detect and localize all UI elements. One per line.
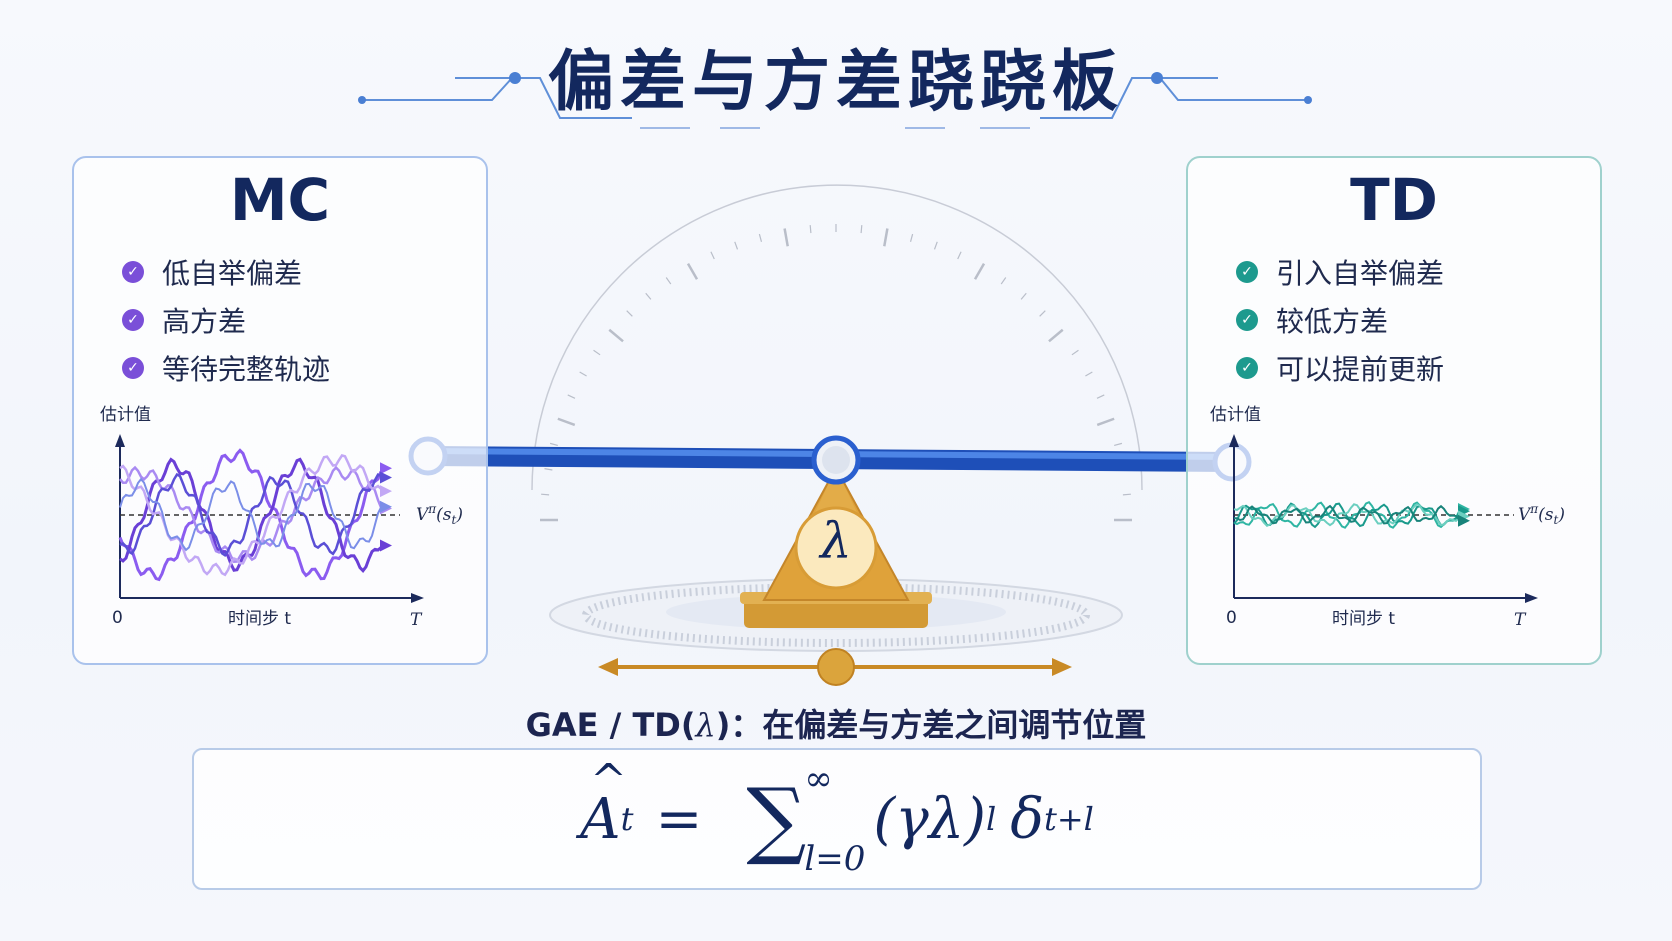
- gauge-tick: [544, 468, 553, 471]
- gauge-tick: [758, 233, 763, 242]
- seesaw-fulcrum: [740, 465, 932, 628]
- mc-trajectory-chart: 估计值 Vπ(st) 0 时间步 t T: [100, 405, 463, 630]
- gauge-tick: [1096, 394, 1105, 399]
- mc-bullet: ✓等待完整轨迹: [122, 344, 330, 392]
- trajectory-arrow: [380, 539, 392, 552]
- td-xlabel: 时间步 t: [1332, 609, 1395, 629]
- check-icon: ✓: [122, 309, 144, 331]
- td-title: TD: [1350, 166, 1438, 234]
- td-trajectory-chart: 估计值 Vπ(st) 0 时间步 t T: [1210, 405, 1565, 630]
- trajectory-arrow: [380, 485, 392, 498]
- td-ylabel: 估计值: [1210, 405, 1261, 425]
- gauge-tick: [608, 328, 624, 343]
- td-x-start: 0: [1226, 608, 1237, 628]
- td-bullet: ✓可以提前更新: [1236, 344, 1444, 392]
- gauge-tick: [645, 292, 652, 300]
- trajectory-line: [119, 457, 382, 573]
- trajectory-line: [118, 448, 383, 582]
- trajectory-arrow: [380, 462, 392, 475]
- gauge-tick: [883, 228, 889, 247]
- mc-bullet: ✓高方差: [122, 296, 330, 344]
- check-icon: ✓: [1236, 309, 1258, 331]
- lambda-slider: [598, 648, 1072, 686]
- check-icon: ✓: [122, 261, 144, 283]
- gauge-tick: [579, 371, 587, 377]
- gauge-tick: [1000, 277, 1007, 285]
- gauge-tick: [567, 394, 576, 399]
- gae-formula: At = ∑ ∞ l=0 (γλ)l δt+l: [194, 750, 1480, 888]
- gauge-tick: [1114, 442, 1123, 447]
- td-bullet: ✓引入自举偏差: [1236, 248, 1444, 296]
- gauge-tick: [860, 225, 863, 234]
- gauge-tick: [734, 241, 739, 250]
- mc-x-start: 0: [112, 608, 123, 628]
- trajectory-arrow: [380, 500, 392, 513]
- gauge-tick: [1085, 371, 1093, 377]
- check-icon: ✓: [122, 357, 144, 379]
- mc-xlabel: 时间步 t: [228, 609, 291, 629]
- fulcrum-lambda: λ: [820, 512, 852, 570]
- td-x-end: T: [1514, 610, 1527, 630]
- gae-caption: GAE / TD(λ)：在偏差与方差之间调节位置: [525, 706, 1147, 744]
- mc-bullet-list: ✓低自举偏差 ✓高方差 ✓等待完整轨迹: [122, 248, 330, 392]
- mc-panel: MC ✓低自举偏差 ✓高方差 ✓等待完整轨迹 估计值 Vπ(st) 0 时间步 …: [72, 156, 488, 665]
- gauge-tick: [626, 310, 633, 317]
- trajectory-line: [1234, 504, 1460, 525]
- mc-title: MC: [229, 166, 331, 234]
- gauge-tick: [549, 442, 558, 447]
- gauge-tick: [933, 241, 938, 250]
- gauge-arc: [531, 184, 1143, 491]
- gae-formula-box: At = ∑ ∞ l=0 (γλ)l δt+l: [192, 748, 1482, 890]
- mc-ref-label: Vπ(st): [416, 502, 463, 527]
- gauge-tick: [1071, 349, 1079, 356]
- gauge-tick: [1096, 417, 1115, 427]
- td-panel: TD ✓引入自举偏差 ✓较低方差 ✓可以提前更新 估计值 Vπ(st) 0 时间…: [1186, 156, 1602, 665]
- gauge-tick: [665, 277, 672, 285]
- gauge-tick: [1048, 328, 1064, 343]
- trajectory-line: [119, 477, 382, 552]
- gauge-tick: [909, 233, 914, 242]
- gauge-tick: [809, 225, 812, 234]
- td-bullet: ✓较低方差: [1236, 296, 1444, 344]
- gauge-tick: [957, 251, 962, 260]
- check-icon: ✓: [1236, 357, 1258, 379]
- gauge-tick: [973, 263, 986, 280]
- gauge-tick: [686, 263, 699, 280]
- sum-operator: ∑ ∞ l=0: [746, 759, 866, 879]
- gauge-tick: [541, 493, 550, 496]
- mc-x-end: T: [410, 610, 423, 630]
- gauge-tick: [593, 349, 601, 356]
- gauge-tick: [1039, 310, 1046, 317]
- mc-bullet: ✓低自举偏差: [122, 248, 330, 296]
- gauge-tick: [557, 417, 576, 427]
- td-ref-label: Vπ(st): [1518, 502, 1565, 527]
- trajectory-arrow: [1458, 514, 1470, 527]
- trajectory-arrow: [380, 471, 392, 484]
- title-circuit-lines: [362, 77, 1308, 119]
- check-icon: ✓: [1236, 261, 1258, 283]
- gauge-tick: [1020, 292, 1027, 300]
- seesaw-beam: [408, 435, 1252, 485]
- gauge-tick: [1122, 493, 1131, 496]
- mc-ylabel: 估计值: [100, 405, 151, 425]
- gauge-tick: [710, 251, 715, 260]
- page-title: 偏差与方差跷跷板: [548, 43, 1124, 120]
- gauge-tick: [783, 228, 789, 247]
- td-bullet-list: ✓引入自举偏差 ✓较低方差 ✓可以提前更新: [1236, 248, 1444, 392]
